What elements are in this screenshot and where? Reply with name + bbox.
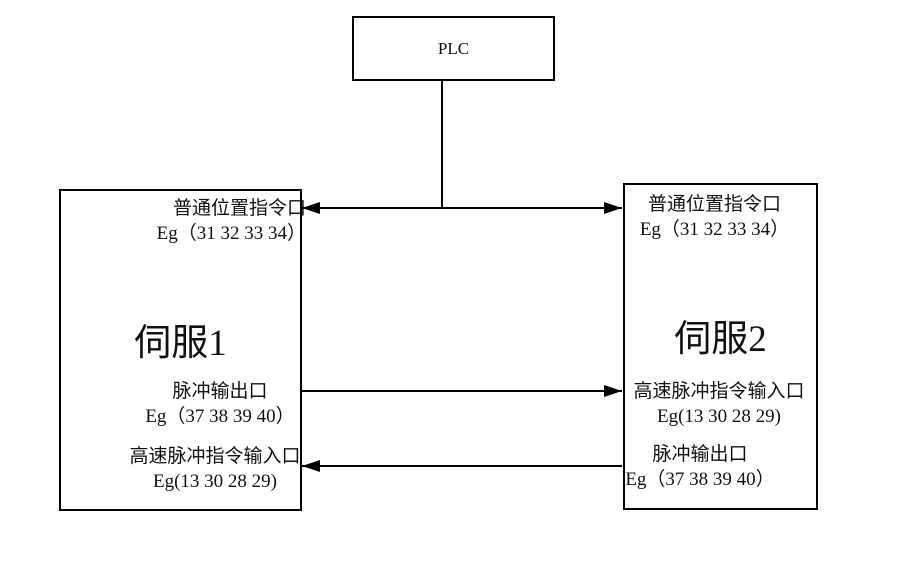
servo1-hs-pulse-in-port: 高速脉冲指令输入口 Eg(13 30 28 29) bbox=[125, 444, 305, 494]
servo2-to-servo1-pulse-line bbox=[302, 465, 622, 467]
arrowhead-into-servo1-position-port bbox=[302, 202, 320, 214]
servo1-box: 普通位置指令口 Eg（31 32 33 34） 伺服1 脉冲输出口 Eg（37 … bbox=[59, 189, 306, 511]
servo2-pulse-out-port-name: 脉冲输出口 bbox=[652, 444, 748, 465]
servo1-hs-pulse-in-port-pins: Eg(13 30 28 29) bbox=[152, 471, 277, 492]
servo1-title: 伺服1 bbox=[134, 323, 227, 364]
arrowhead-into-servo1-hs-pulse-in bbox=[302, 460, 320, 472]
plc-label: PLC bbox=[437, 38, 470, 58]
servo1-pulse-out-port-name: 脉冲输出口 bbox=[172, 381, 268, 402]
position-command-bus-line bbox=[302, 207, 622, 209]
servo2-hs-pulse-in-port-pins: Eg(13 30 28 29) bbox=[656, 406, 781, 427]
servo2-pulse-out-port: 脉冲输出口 Eg（37 38 39 40） bbox=[610, 442, 790, 492]
servo2-title: 伺服2 bbox=[674, 319, 767, 360]
servo1-hs-pulse-in-port-name: 高速脉冲指令输入口 bbox=[129, 446, 301, 467]
servo2-box: 普通位置指令口 Eg（31 32 33 34） 伺服2 高速脉冲指令输入口 Eg… bbox=[623, 183, 818, 510]
servo2-position-port-pins: Eg（31 32 33 34） bbox=[639, 219, 790, 240]
plc-box: PLC bbox=[352, 16, 555, 81]
servo2-pulse-out-port-pins: Eg（37 38 39 40） bbox=[625, 469, 775, 490]
servo1-pulse-out-port-pins: Eg（37 38 39 40） bbox=[145, 406, 295, 427]
servo1-to-servo2-pulse-line bbox=[302, 390, 622, 392]
servo2-hs-pulse-in-port-name: 高速脉冲指令输入口 bbox=[633, 381, 805, 402]
servo1-position-port: 普通位置指令口 Eg（31 32 33 34） bbox=[146, 196, 306, 246]
arrowhead-into-servo2-position-port bbox=[604, 202, 622, 214]
arrowhead-into-servo2-hs-pulse-in bbox=[604, 385, 622, 397]
servo1-pulse-out-port: 脉冲输出口 Eg（37 38 39 40） bbox=[130, 379, 310, 429]
servo1-position-port-pins: Eg（31 32 33 34） bbox=[156, 223, 306, 244]
servo2-position-port-name: 普通位置指令口 bbox=[647, 194, 781, 215]
servo2-hs-pulse-in-port: 高速脉冲指令输入口 Eg(13 30 28 29) bbox=[629, 379, 809, 429]
servo2-position-port: 普通位置指令口 Eg（31 32 33 34） bbox=[627, 192, 802, 242]
servo1-position-port-name: 普通位置指令口 bbox=[172, 198, 306, 219]
plc-drop-line bbox=[441, 79, 443, 208]
